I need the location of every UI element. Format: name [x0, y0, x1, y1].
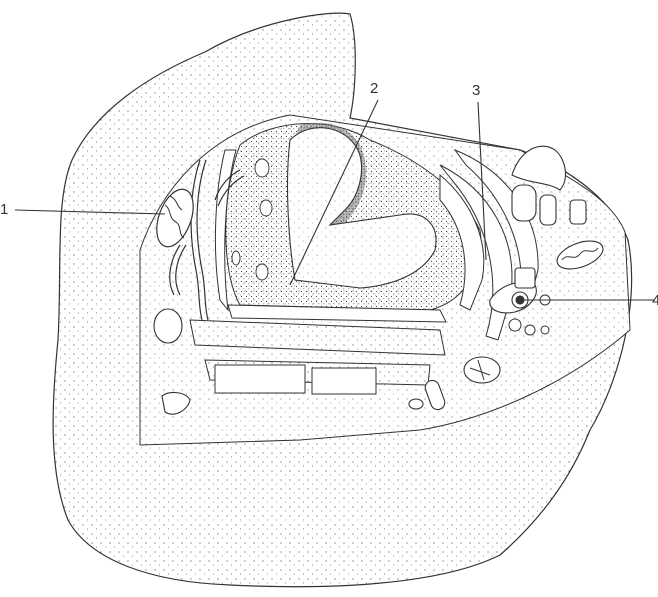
label-1: 1: [0, 201, 8, 218]
label-2: 2: [370, 80, 378, 97]
label-3: 3: [472, 82, 480, 99]
label-4: 4: [652, 292, 658, 309]
